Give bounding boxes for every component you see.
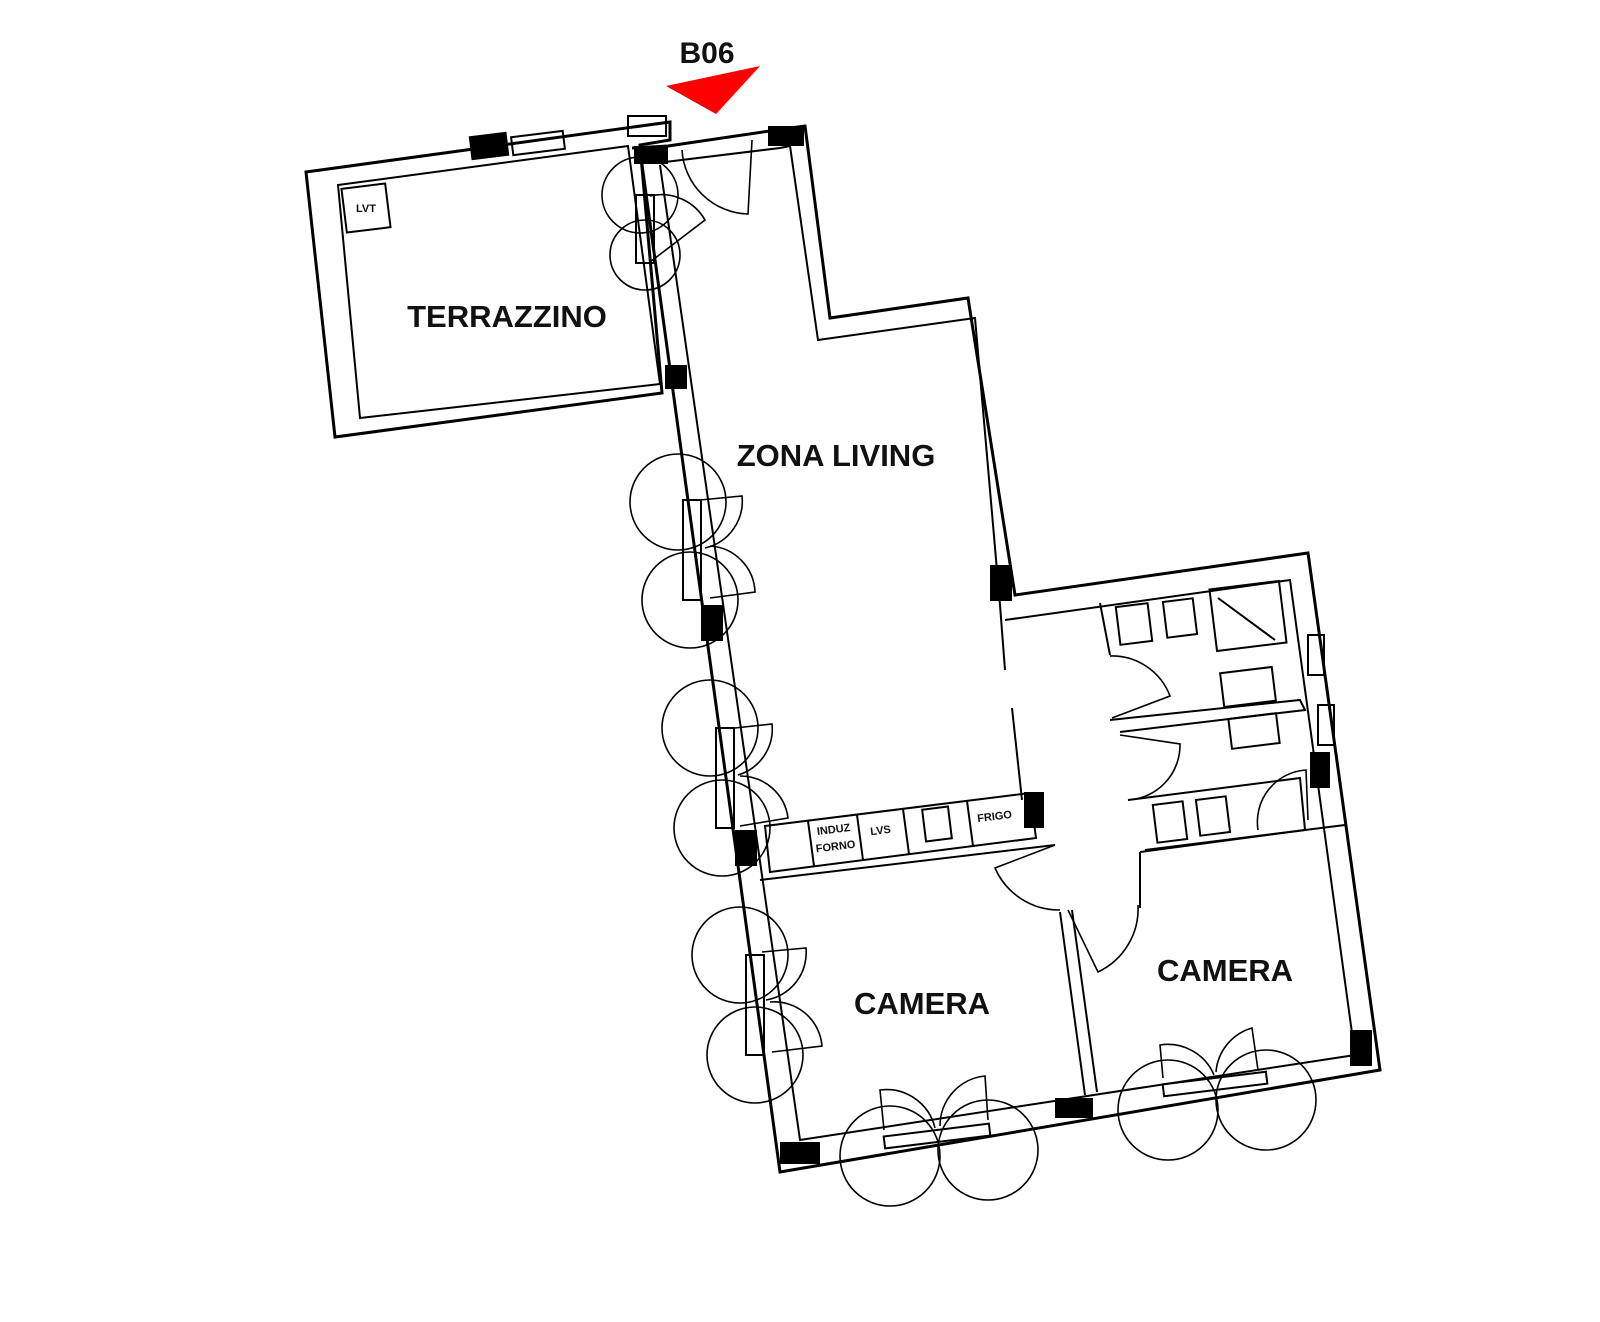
fixture-label-frigo: FRIGO [977, 809, 1013, 825]
fixture-label-forno: FORNO [815, 839, 856, 856]
fixture-label-lvs: LVS [870, 824, 892, 838]
room-label-terrazzino: TERRAZZINO [407, 299, 607, 334]
apartment-walls [631, 124, 1382, 1174]
room-label-camera-2: CAMERA [1157, 953, 1293, 988]
unit-code: B06 [679, 37, 734, 70]
laundry-label: LVT [356, 203, 376, 215]
door-swings [601, 139, 1317, 1207]
entrance-marker-icon [666, 66, 760, 114]
fixture-label-induz: INDUZ [816, 822, 851, 838]
room-label-camera-1: CAMERA [854, 986, 990, 1021]
room-label-zona-living: ZONA LIVING [737, 438, 936, 473]
terrace-walls [304, 115, 672, 439]
